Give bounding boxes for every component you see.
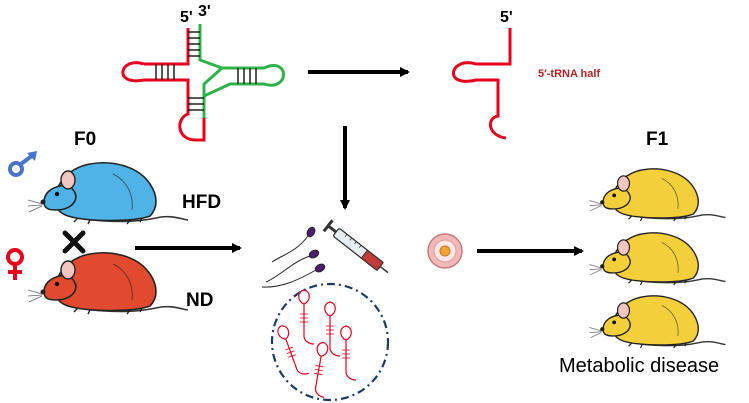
half-label: 5′-tRNA half bbox=[538, 68, 600, 80]
zygote-icon bbox=[427, 233, 463, 269]
female-icon bbox=[6, 248, 24, 280]
f1-label: F1 bbox=[646, 129, 669, 150]
mouse-nd bbox=[27, 252, 189, 315]
half-five-prime-label: 5' bbox=[500, 9, 513, 26]
syringe-icon bbox=[322, 219, 389, 274]
diet-hfd-label: HFD bbox=[182, 192, 221, 213]
male-icon bbox=[8, 151, 37, 177]
vesicle-circle bbox=[270, 282, 390, 402]
mouse-hfd bbox=[27, 162, 189, 225]
outcome-label: Metabolic disease bbox=[559, 355, 719, 377]
diet-nd-label: ND bbox=[186, 290, 213, 311]
cross-icon bbox=[62, 230, 86, 254]
sperm-cells bbox=[261, 226, 326, 288]
trna-three-prime-label: 3' bbox=[198, 3, 211, 20]
trna-five-prime-label: 5' bbox=[180, 9, 193, 26]
mouse-f1-2 bbox=[588, 232, 727, 286]
mouse-f1-3 bbox=[588, 295, 727, 349]
f0-label: F0 bbox=[74, 129, 96, 150]
mouse-f1-1 bbox=[588, 168, 727, 222]
trna-cloverleaf: 5' 3' bbox=[121, 3, 285, 142]
trna-half: 5' 5′-tRNA half bbox=[452, 9, 600, 140]
